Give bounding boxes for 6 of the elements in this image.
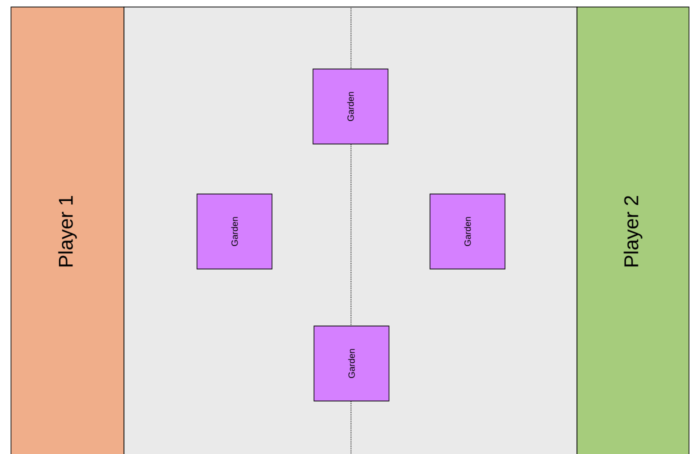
garden-box: Garden: [430, 194, 506, 270]
garden-box: Garden: [314, 326, 390, 402]
player-band: Player 1: [10, 6, 124, 454]
player-band: Player 2: [576, 6, 690, 454]
garden-box: Garden: [312, 68, 388, 144]
garden-box: Garden: [196, 194, 272, 270]
